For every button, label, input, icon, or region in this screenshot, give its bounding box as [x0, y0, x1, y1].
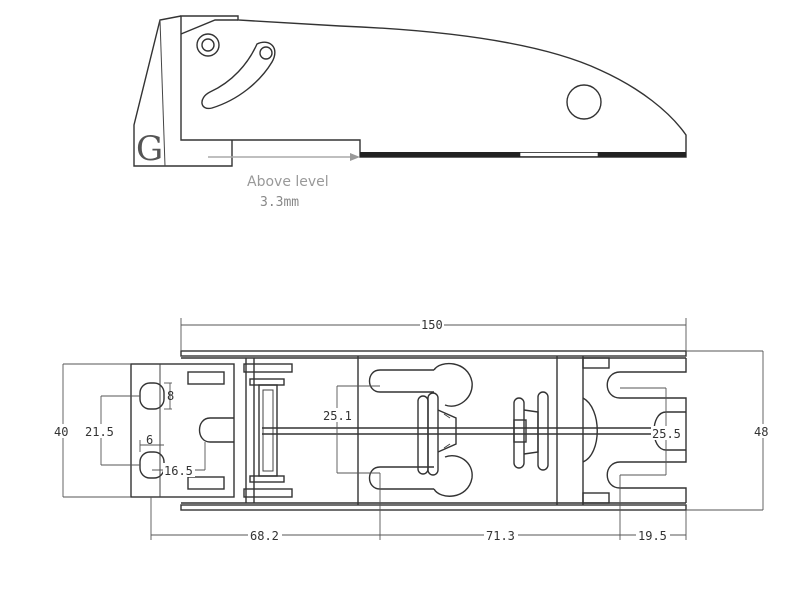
pivot-hole-inner [201, 38, 215, 52]
dim-top-hole-size: 8 [167, 389, 174, 403]
dim-left-hole-spacing: 21.5 [85, 425, 114, 439]
right-dome [582, 397, 598, 463]
left-center-notch [198, 417, 234, 443]
left-block-tab-top [187, 371, 225, 385]
dim-right-slot-spacing: 25.5 [652, 427, 681, 441]
hinge-frame-top [249, 378, 285, 386]
spring-b1 [513, 397, 525, 469]
dim-bottom-hole-offset: 16.5 [164, 464, 193, 478]
right-plate-tab-top [582, 357, 610, 369]
spring-a1 [417, 395, 429, 475]
dim-left-block-height: 40 [54, 425, 68, 439]
dim-seg-mid: 71.3 [486, 529, 515, 543]
dim-bottom-hole-width: 6 [146, 433, 153, 447]
spring-b-cone [523, 409, 539, 455]
lever-inner-profile [180, 19, 238, 35]
hinge-bottom [243, 488, 293, 498]
side-view: G Above level 3.3mm [133, 15, 687, 210]
hinge-barrel-inner [262, 389, 274, 472]
spring-b-collar [513, 419, 527, 443]
plan-view: 150 48 40 21.5 8 6 16.5 25.1 25.5 68.2 7… [52, 317, 774, 543]
left-block [130, 363, 235, 498]
base-strip-gap [519, 152, 599, 157]
mid-lobe-top [433, 362, 473, 407]
right-comb [606, 358, 687, 503]
spring-a-cone-in [443, 413, 451, 449]
level-arrow-head [350, 153, 360, 161]
dim-overall-width: 48 [754, 425, 768, 439]
hinge-barrel [258, 384, 278, 477]
side-round-hole [566, 84, 602, 120]
dim-overall-length: 150 [421, 318, 443, 332]
right-plate-tab-bottom [582, 492, 610, 504]
spring-b2 [537, 391, 549, 471]
cam-slot-pin [259, 46, 273, 60]
dim-middle-slot-spacing: 25.1 [323, 409, 352, 423]
marker-letter: G [136, 129, 163, 169]
note-line-2: 3.3mm [260, 195, 299, 210]
dimension-labels: 150 48 40 21.5 8 6 16.5 25.1 25.5 68.2 7… [52, 317, 774, 543]
mid-slot-bottom [368, 466, 434, 490]
top-rail [180, 350, 687, 357]
left-block-tab-bottom [187, 476, 225, 490]
dim-seg-right: 19.5 [638, 529, 667, 543]
dim-seg-left: 68.2 [250, 529, 279, 543]
note-line-1: Above level [247, 174, 329, 190]
pivot-hole-outer [196, 33, 220, 57]
mid-lobe-bottom [433, 455, 473, 497]
mid-slot-top [368, 369, 434, 393]
bottom-rail [180, 504, 687, 511]
spring-a-cone [437, 409, 457, 453]
hinge-frame-bottom [249, 475, 285, 483]
cam-slot [201, 41, 276, 110]
hinge-block [133, 15, 233, 167]
lever-body-outline [180, 15, 687, 158]
hinge-top [243, 363, 293, 373]
hinge-block-inner [159, 19, 166, 167]
spring-a2 [427, 392, 439, 476]
